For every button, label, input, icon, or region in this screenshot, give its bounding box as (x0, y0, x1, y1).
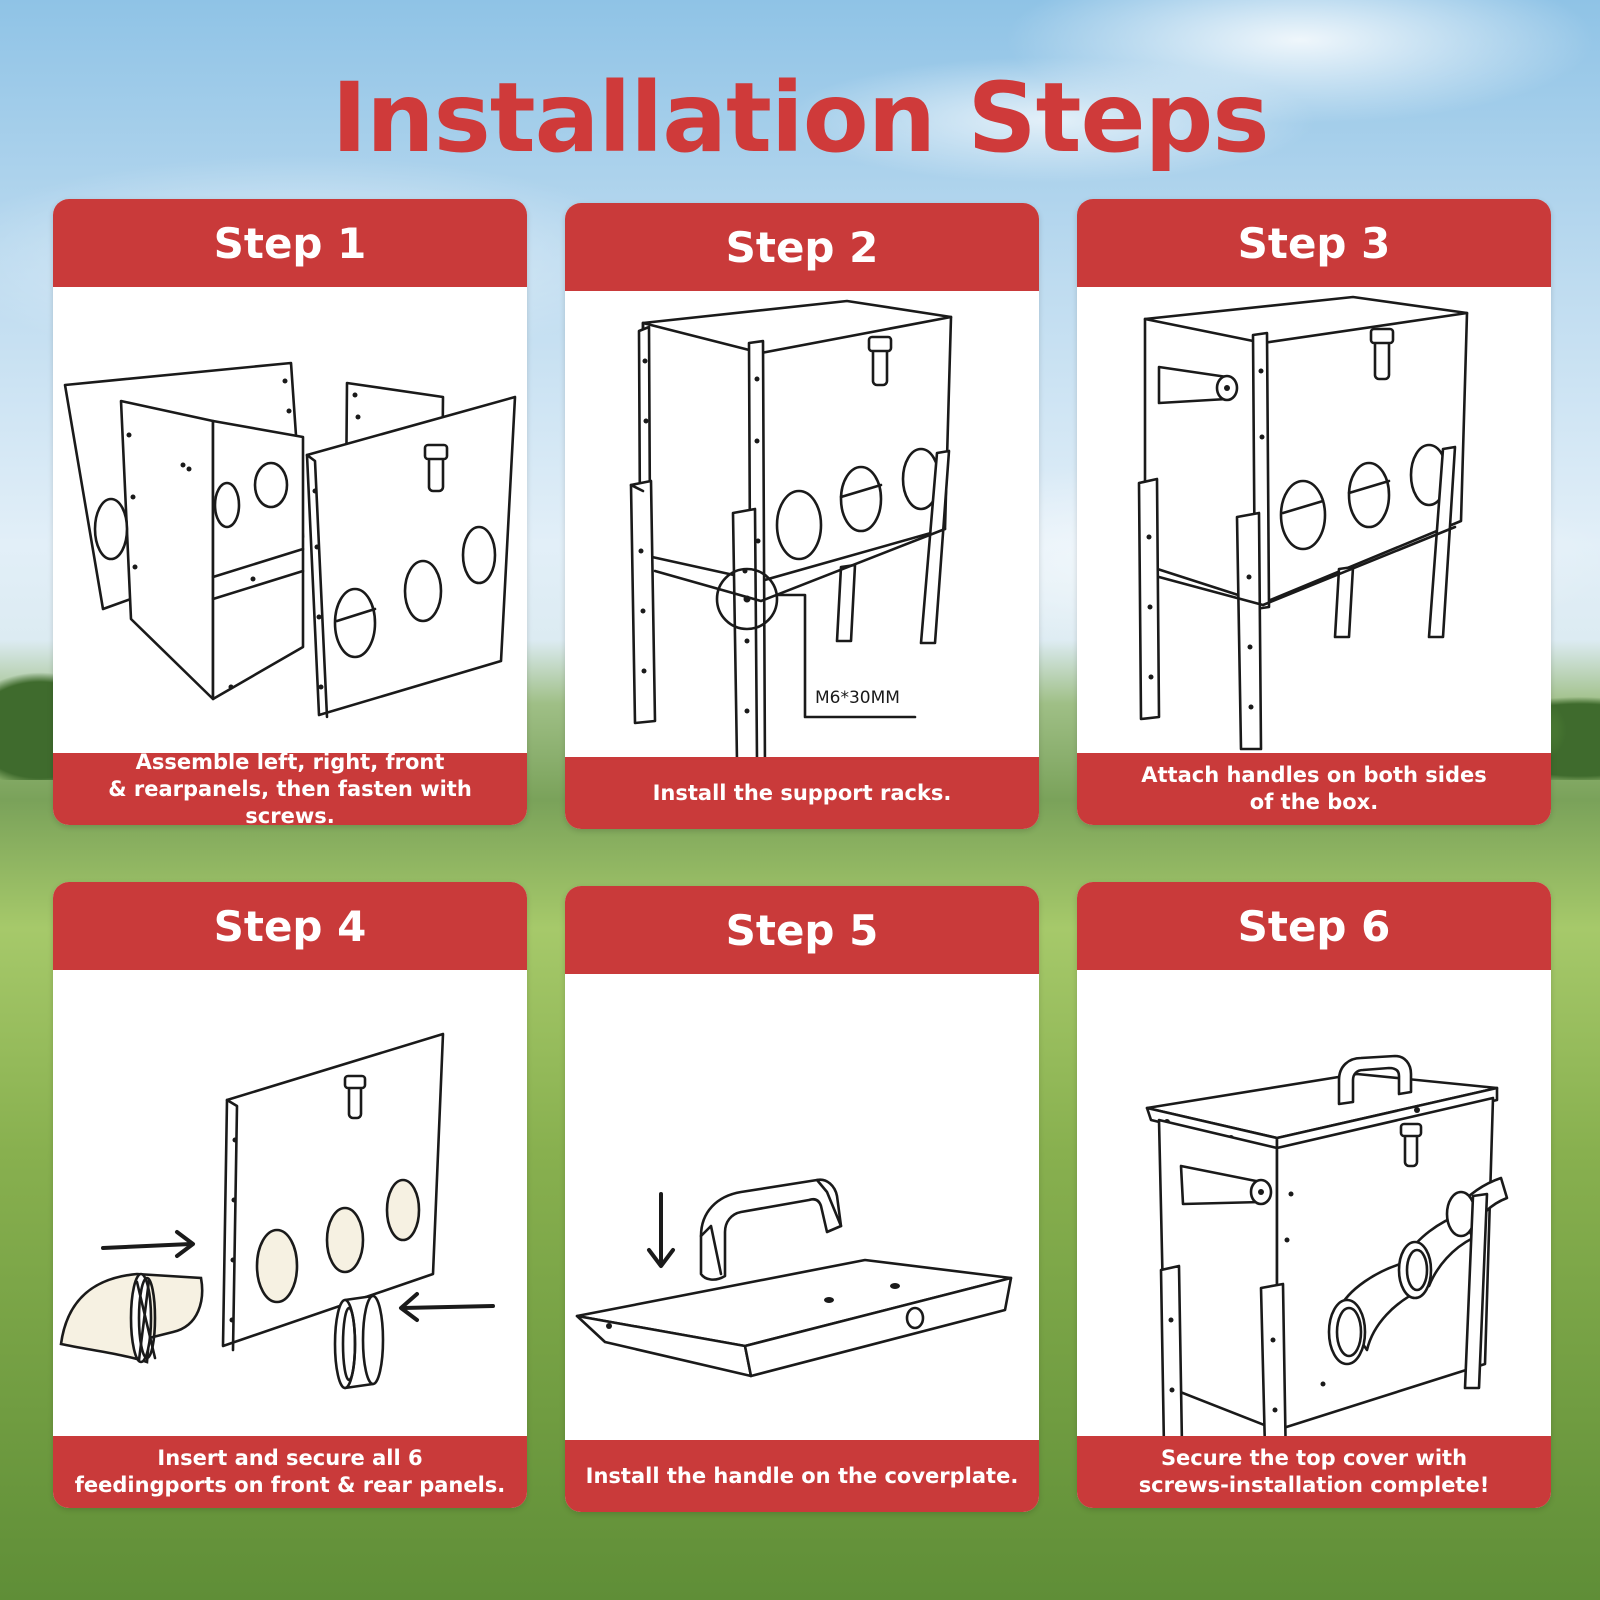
caption-line: Install the support racks. (652, 780, 952, 805)
step-1-illustration (63, 361, 517, 719)
step-caption: Secure the top cover with screws-install… (1077, 1436, 1551, 1508)
step-header: Step 6 (1077, 882, 1551, 970)
caption-line: screws-installation complete! (1138, 1473, 1490, 1497)
step-card-6: Step 6 Secure t (1077, 882, 1551, 1508)
step-4-illustration (59, 1032, 495, 1390)
step-caption: Install the handle on the coverplate. (565, 1440, 1039, 1512)
step-3-illustration (1137, 295, 1469, 751)
step-card-3: Step 3 Attach handles on both sides of (1077, 199, 1551, 825)
caption-line: Secure the top cover with (1160, 1446, 1468, 1470)
caption-line: of the box. (1249, 790, 1379, 814)
step-5-illustration (575, 1178, 1013, 1378)
caption-line: & rearpanels, then fasten with screws. (108, 776, 472, 826)
page-title: Installation Steps (331, 62, 1270, 174)
step-caption: Insert and secure all 6 feedingports on … (53, 1436, 527, 1508)
caption-line: feedingports on front & rear panels. (74, 1473, 506, 1497)
step-card-2: Step 2 M6*30MM (565, 203, 1039, 829)
step-caption: Install the support racks. (565, 757, 1039, 829)
step-header: Step 5 (565, 886, 1039, 974)
step-card-4: Step 4 Insert and secure all 6 feedingp (53, 882, 527, 1508)
caption-line: Assemble left, right, front (135, 749, 445, 774)
bolt-size-annotation: M6*30MM (815, 688, 900, 708)
step-header: Step 3 (1077, 199, 1551, 287)
caption-line: Attach handles on both sides (1141, 763, 1487, 787)
step-header: Step 2 (565, 203, 1039, 291)
step-caption: Assemble left, right, front & rearpanels… (53, 750, 527, 826)
step-card-5: Step 5 Install the handle on the coverpl… (565, 886, 1039, 1512)
step-header: Step 1 (53, 199, 527, 287)
step-card-1: Step 1 Assemble left, right, f (53, 199, 527, 825)
step-2-illustration: M6*30MM (629, 299, 953, 757)
step-caption: Attach handles on both sides of the box. (1077, 753, 1551, 825)
step-6-illustration (1145, 1054, 1509, 1436)
caption-line: Install the handle on the coverplate. (585, 1463, 1019, 1488)
step-header: Step 4 (53, 882, 527, 970)
caption-line: Insert and secure all 6 (157, 1446, 423, 1470)
